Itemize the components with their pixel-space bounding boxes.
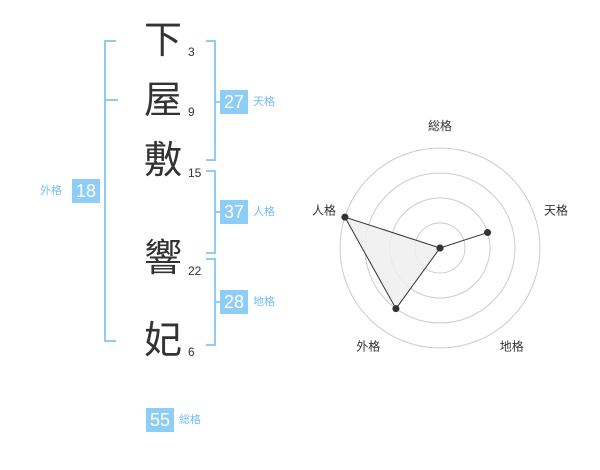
name-char-3: 敷 [143, 138, 182, 182]
radar-axis-label-4: 外格 [356, 339, 380, 354]
stroke-count-4: 22 [188, 264, 202, 278]
name-char-2: 屋 [143, 78, 182, 122]
radar-axis-label-2: 天格 [544, 202, 568, 217]
chikaku-label: 地格 [253, 295, 275, 308]
gaikaku-label: 外格 [40, 184, 62, 197]
radar-point-3 [436, 244, 444, 252]
radar-axis-label-5: 人格 [312, 202, 336, 217]
jinkaku-label: 人格 [253, 205, 275, 218]
tenkaku-label: 天格 [253, 95, 275, 108]
stroke-count-1: 3 [188, 45, 195, 59]
tenkaku-score: 27 [220, 90, 248, 114]
stroke-count-5: 6 [188, 345, 195, 359]
gaikaku-bracket-tick [106, 99, 118, 101]
stroke-count-2: 9 [188, 105, 195, 119]
name-char-5: 妃 [143, 318, 182, 362]
gaikaku-bracket [104, 40, 116, 342]
soukaku-label: 総格 [179, 413, 201, 426]
jinkaku-score: 37 [220, 200, 248, 224]
name-char-4: 響 [143, 236, 182, 280]
soukaku-score: 55 [146, 408, 174, 432]
stroke-count-3: 15 [188, 166, 202, 180]
tenkaku-bracket-tick [214, 101, 220, 103]
name-char-1: 下 [143, 18, 182, 62]
radar-axis-label-3: 地格 [500, 339, 524, 354]
radar-ring-4 [339, 147, 541, 349]
radar-point-5 [341, 213, 349, 221]
chikaku-score: 28 [220, 290, 248, 314]
tenkaku-bracket [206, 40, 216, 161]
gaikaku-score: 18 [72, 179, 100, 203]
radar-point-2 [484, 229, 492, 237]
radar-point-4 [392, 305, 400, 313]
radar-polygon [343, 216, 488, 310]
jinkaku-bracket-tick [214, 211, 220, 213]
radar-axis-label-1: 総格 [428, 118, 452, 133]
chikaku-bracket-tick [214, 301, 220, 303]
